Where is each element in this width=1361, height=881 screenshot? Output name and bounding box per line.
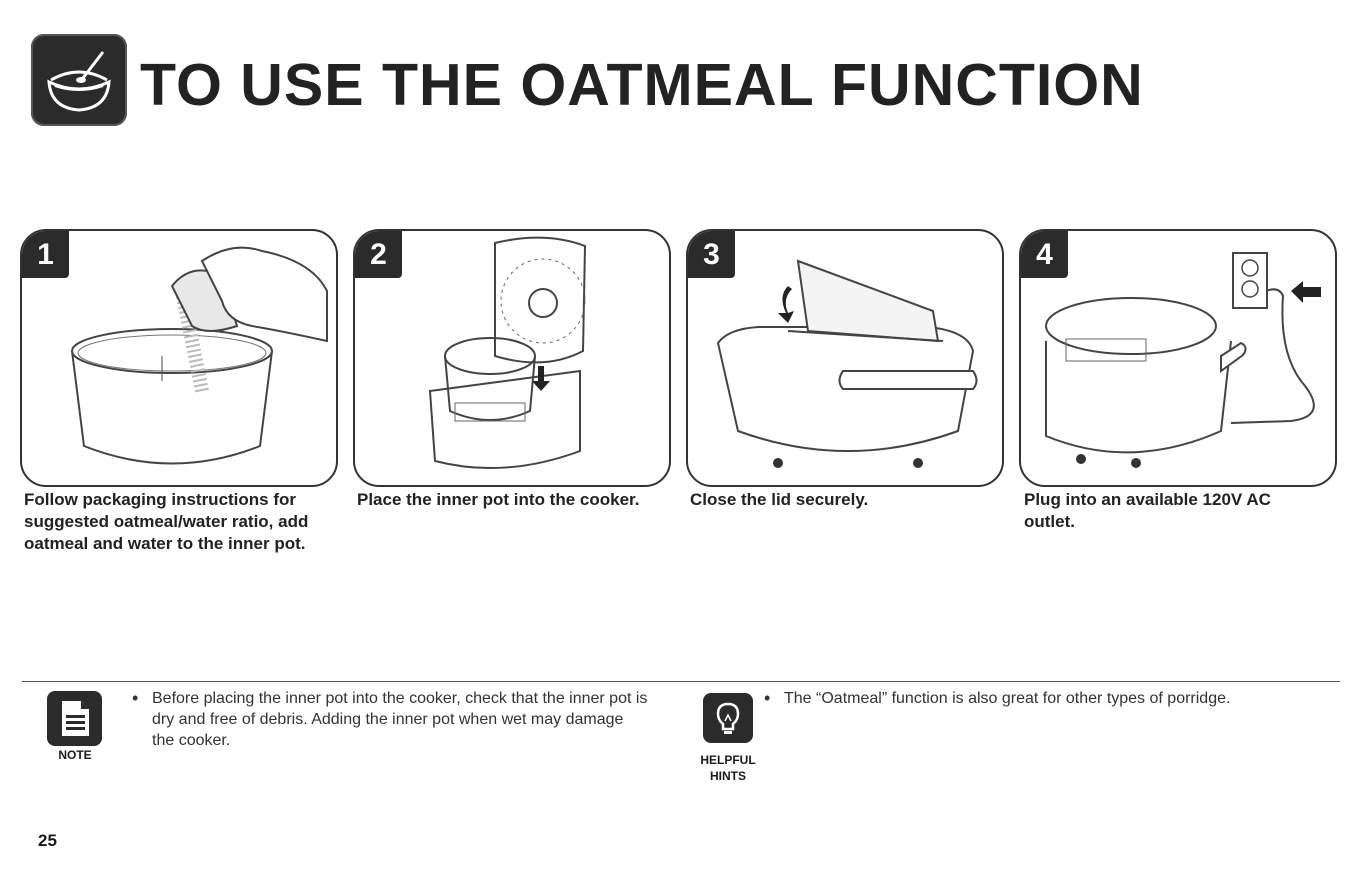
- step-4-panel: 4: [1019, 229, 1337, 487]
- step-2-caption: Place the inner pot into the cooker.: [357, 490, 640, 509]
- step-2-panel: 2: [353, 229, 671, 487]
- oatmeal-bowl-icon: [31, 34, 127, 126]
- document-icon: [47, 691, 102, 746]
- step-1-caption: Follow packaging instructions for sugges…: [24, 490, 309, 553]
- section-divider: [22, 681, 1340, 682]
- note-text: Before placing the inner pot into the co…: [128, 688, 648, 751]
- step-number-badge: 4: [1021, 231, 1068, 278]
- step-number-badge: 1: [22, 231, 69, 278]
- step-number-badge: 2: [355, 231, 402, 278]
- helpful-hints-label: HELPFUL HINTS: [700, 753, 756, 783]
- step-4-caption: Plug into an available 120V AC outlet.: [1024, 490, 1271, 531]
- pour-oatmeal-illustration: [71, 246, 328, 465]
- plug-in-outlet-illustration: [1045, 252, 1321, 468]
- page-title: TO USE THE OATMEAL FUNCTION: [140, 52, 1144, 118]
- step-number-badge: 3: [688, 231, 735, 278]
- hint-text: The “Oatmeal” function is also great for…: [760, 688, 1300, 709]
- hints-list: The “Oatmeal” function is also great for…: [760, 688, 1300, 709]
- step-3-panel: 3: [686, 229, 1004, 487]
- lightbulb-icon: [703, 693, 753, 743]
- step-3-caption: Close the lid securely.: [690, 490, 869, 509]
- step-1-panel: 1: [20, 229, 338, 487]
- close-lid-illustration: [716, 259, 978, 468]
- note-label: NOTE: [58, 748, 92, 762]
- note-list: Before placing the inner pot into the co…: [128, 688, 648, 751]
- insert-inner-pot-illustration: [428, 236, 587, 470]
- page-number: 25: [38, 831, 57, 850]
